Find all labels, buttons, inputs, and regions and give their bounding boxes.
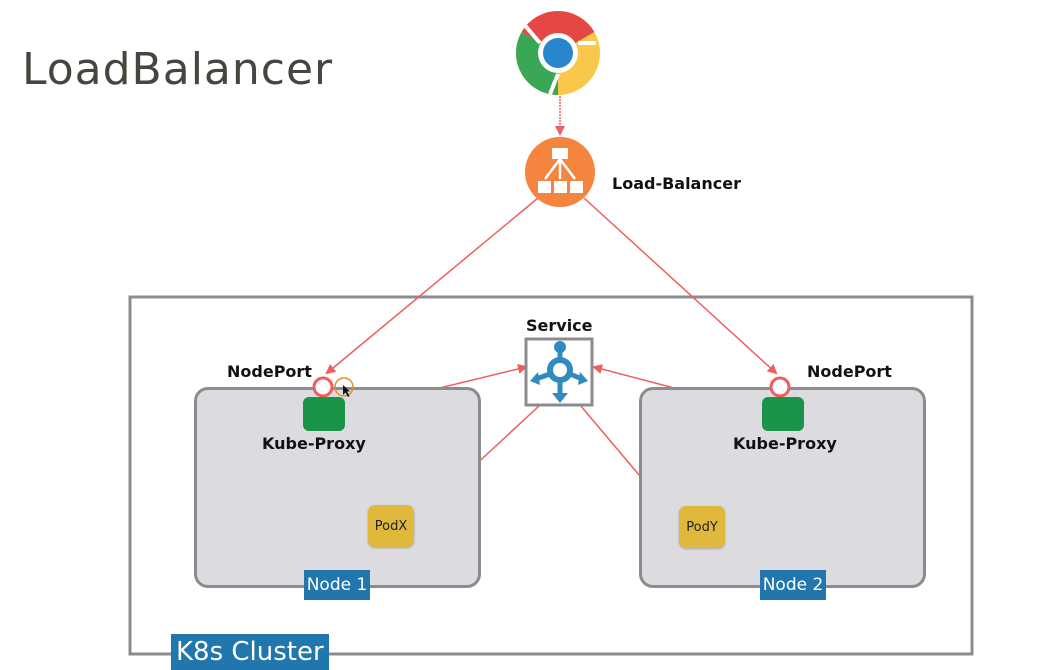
cluster-boundary <box>128 295 974 656</box>
arrow-lb-to-nodeport-2 <box>583 197 778 375</box>
pod-y: PodY <box>679 506 725 548</box>
node-1-nodeport-port-icon <box>312 376 334 398</box>
node-2-kube-proxy-label: Kube-Proxy <box>733 434 837 453</box>
node-2-nodeport-label: NodePort <box>807 362 892 381</box>
service-label: Service <box>526 316 593 335</box>
chrome-browser-icon <box>515 10 600 96</box>
node-2-nodeport-port-icon <box>769 376 791 398</box>
k8s-cluster-tag: K8s Cluster <box>171 634 329 670</box>
service-icon <box>524 337 594 407</box>
cursor-highlight-icon <box>334 377 354 397</box>
node-2-kube-proxy-icon <box>762 397 804 431</box>
node-1-kube-proxy-icon <box>303 397 345 431</box>
node-1-tag: Node 1 <box>304 570 370 600</box>
load-balancer-label: Load-Balancer <box>612 174 741 193</box>
node-2-box <box>639 387 926 588</box>
node-1-kube-proxy-label: Kube-Proxy <box>262 434 366 453</box>
load-balancer-icon <box>525 137 595 207</box>
slide-title: LoadBalancer <box>22 44 334 95</box>
node-2-tag: Node 2 <box>760 570 826 600</box>
arrow-lb-to-nodeport-1 <box>325 197 539 375</box>
node-1-nodeport-label: NodePort <box>227 362 312 381</box>
pod-x: PodX <box>368 505 414 547</box>
